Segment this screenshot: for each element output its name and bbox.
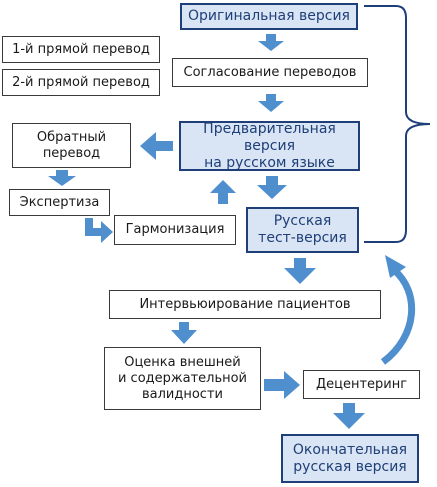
arrow-original-to-reconciliation — [258, 34, 284, 51]
arrow-preliminary-to-back-translation — [140, 132, 173, 160]
harmonization-box: Гармонизация — [114, 215, 236, 245]
first-forward-translation-label: 1-й прямой перевод — [12, 41, 150, 57]
russian-test-version-box: Русская тест-версия — [246, 207, 359, 253]
arrow-reconciliation-to-preliminary — [258, 94, 284, 112]
patient-interviewing-box: Интервьюирование пациентов — [109, 290, 381, 319]
back-translation-box: Обратный перевод — [12, 123, 131, 168]
arrow-expertise-to-harmonization — [85, 218, 113, 243]
arrow-harmonization-to-preliminary — [210, 180, 236, 204]
translation-reconciliation-box: Согласование переводов — [172, 58, 368, 87]
back-translation-label: Обратный перевод — [36, 129, 107, 161]
translation-reconciliation-label: Согласование переводов — [183, 64, 357, 80]
russian-test-version-label: Русская тест-версия — [258, 213, 347, 246]
expertise-label: Экспертиза — [19, 194, 100, 210]
original-version-label: Оригинальная версия — [188, 8, 350, 24]
arrow-russian-test-to-interviewing — [284, 258, 316, 284]
feedback-curve-arrow — [380, 267, 416, 365]
decentering-box: Децентеринг — [303, 370, 420, 399]
original-version-box: Оригинальная версия — [180, 3, 358, 30]
preliminary-russian-version-label: Предварительная версия на русском языке — [203, 120, 336, 171]
arrow-interviewing-to-validity — [171, 322, 197, 344]
validity-assessment-label: Оценка внешней и содержательной валиднос… — [117, 354, 248, 402]
grouping-bracket — [364, 5, 431, 243]
patient-interviewing-label: Интервьюирование пациентов — [139, 296, 351, 312]
arrow-back-translation-to-expertise — [48, 170, 76, 186]
validity-assessment-box: Оценка внешней и содержательной валиднос… — [104, 347, 261, 410]
second-forward-translation-label: 2-й прямой перевод — [12, 74, 150, 90]
first-forward-translation-box: 1-й прямой перевод — [2, 36, 160, 63]
arrow-decentering-to-final — [333, 403, 365, 429]
arrow-validity-to-decentering — [264, 371, 300, 399]
final-russian-version-box: Окончательная русская версия — [281, 434, 419, 483]
harmonization-label: Гармонизация — [125, 222, 225, 237]
preliminary-russian-version-box: Предварительная версия на русском языке — [179, 121, 360, 171]
arrow-preliminary-to-russian-test — [257, 176, 287, 199]
feedback-curve-arrowhead — [385, 255, 406, 278]
final-russian-version-label: Окончательная русская версия — [292, 441, 408, 475]
expertise-box: Экспертиза — [9, 189, 110, 216]
second-forward-translation-box: 2-й прямой перевод — [2, 69, 160, 96]
decentering-label: Децентеринг — [315, 376, 408, 392]
